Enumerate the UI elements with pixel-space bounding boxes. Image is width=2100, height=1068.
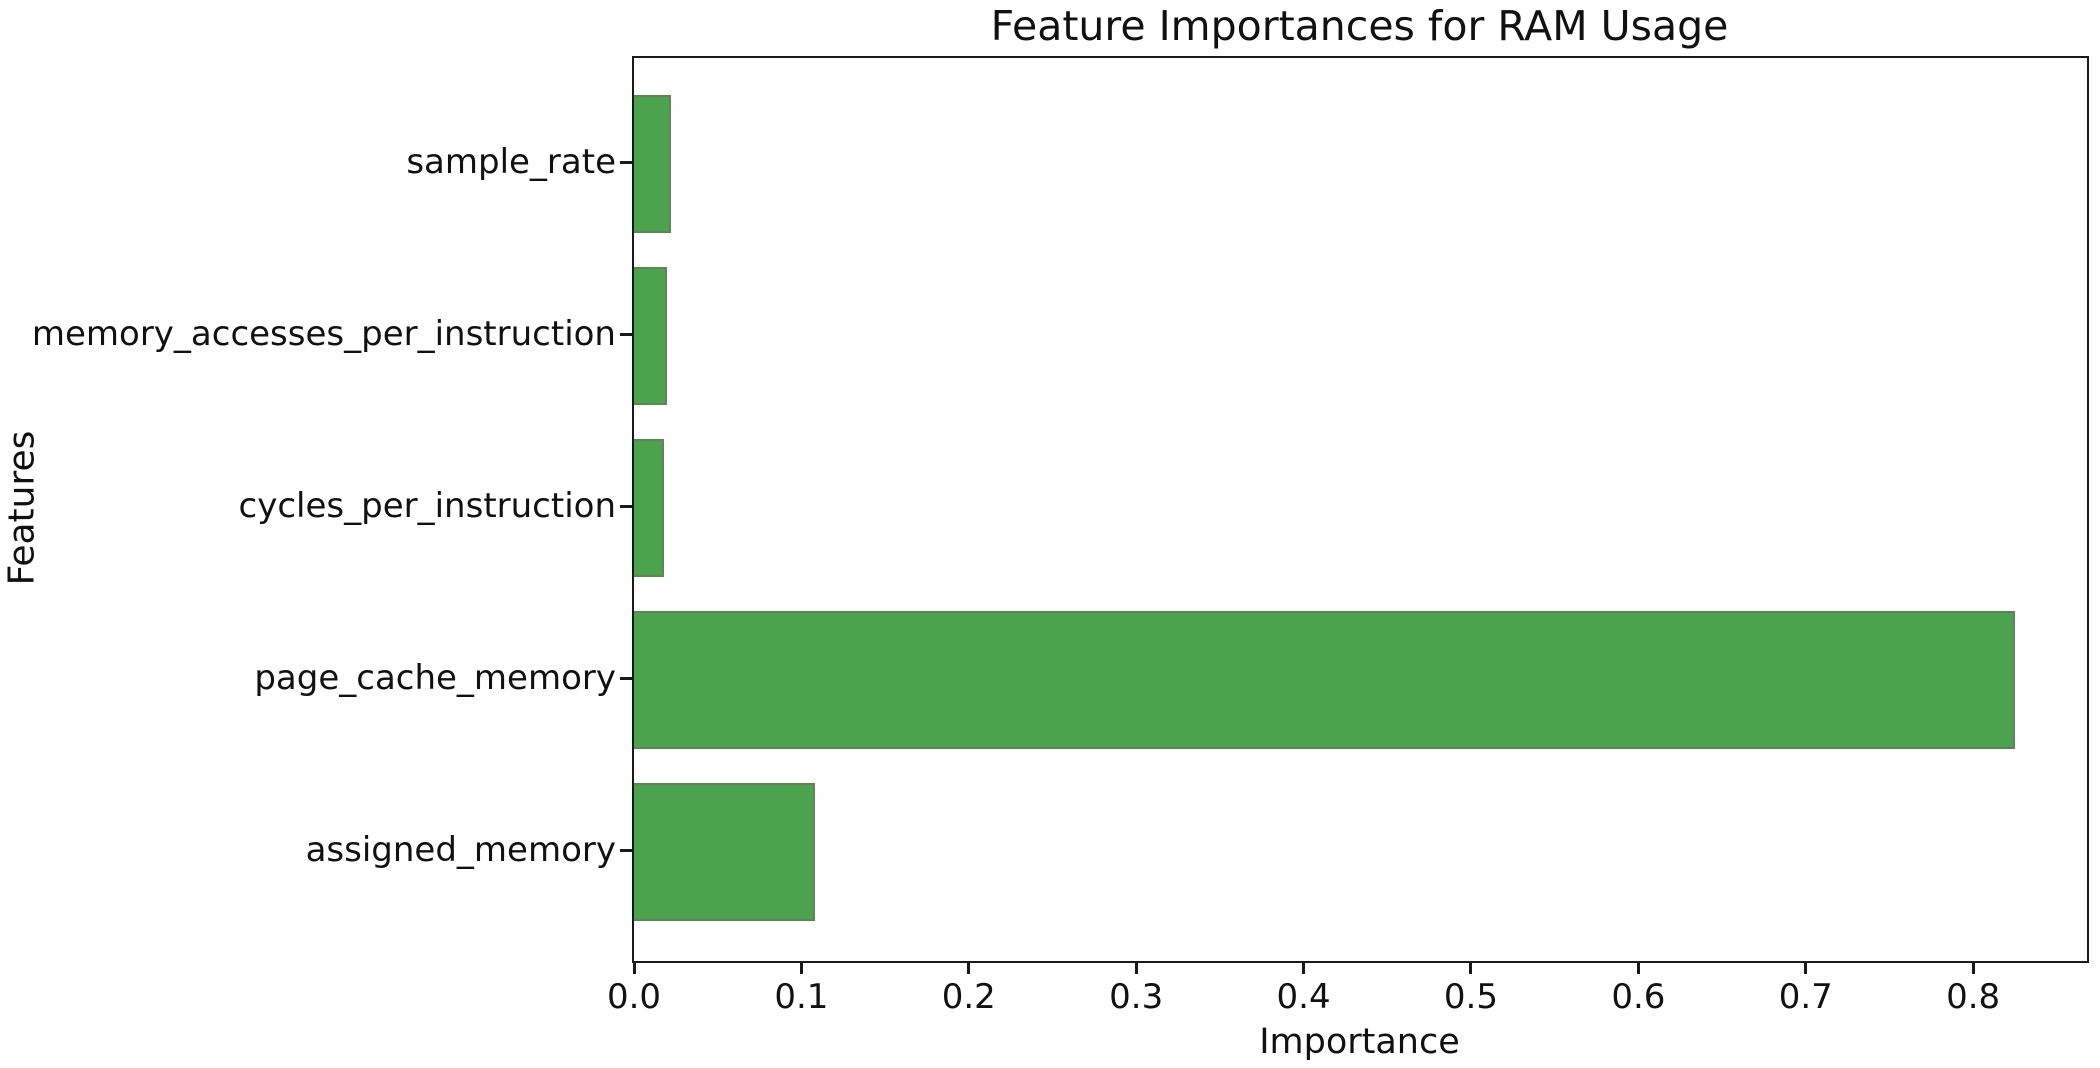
ytick-mark xyxy=(620,849,632,852)
bar-memory_accesses_per_instruction xyxy=(634,267,667,405)
xtick-label-0.5: 0.5 xyxy=(1443,977,1499,1017)
xtick-label-0.4: 0.4 xyxy=(1276,977,1331,1017)
xtick-mark xyxy=(1636,962,1640,974)
bar-page_cache_memory xyxy=(634,611,2015,749)
bar-assigned_memory xyxy=(634,783,815,921)
xtick-mark xyxy=(799,962,803,974)
ytick-mark xyxy=(620,505,632,508)
chart-title: Feature Importances for RAM Usage xyxy=(990,2,1729,50)
xtick-mark xyxy=(1134,962,1138,974)
ytick-mark xyxy=(620,333,632,336)
ytick-label-sample_rate: sample_rate xyxy=(406,142,616,182)
xtick-mark xyxy=(1971,962,1975,974)
xtick-mark xyxy=(1804,962,1808,974)
xtick-label-0.6: 0.6 xyxy=(1611,977,1666,1017)
xtick-label-0.2: 0.2 xyxy=(941,977,996,1017)
bar-sample_rate xyxy=(634,95,671,233)
ytick-mark xyxy=(620,161,632,164)
xtick-mark xyxy=(1302,962,1306,974)
plot-area xyxy=(632,56,2089,963)
bar-cycles_per_instruction xyxy=(634,439,664,577)
xtick-label-0.8: 0.8 xyxy=(1946,977,2001,1017)
ytick-label-cycles_per_instruction: cycles_per_instruction xyxy=(238,486,616,526)
y-axis-label: Features xyxy=(1,430,43,586)
ytick-label-assigned_memory: assigned_memory xyxy=(305,830,616,870)
xtick-label-0.3: 0.3 xyxy=(1109,977,1164,1017)
ytick-label-memory_accesses_per_instruction: memory_accesses_per_instruction xyxy=(31,314,616,354)
xtick-mark xyxy=(967,962,971,974)
ytick-label-page_cache_memory: page_cache_memory xyxy=(254,658,616,698)
ytick-mark xyxy=(620,677,632,680)
xtick-mark xyxy=(632,962,636,974)
xtick-label-0.7: 0.7 xyxy=(1778,977,1833,1017)
xtick-label-0.0: 0.0 xyxy=(606,977,662,1017)
xtick-mark xyxy=(1469,962,1473,974)
xtick-label-0.1: 0.1 xyxy=(774,977,829,1017)
x-axis-label: Importance xyxy=(1259,1022,1460,1062)
